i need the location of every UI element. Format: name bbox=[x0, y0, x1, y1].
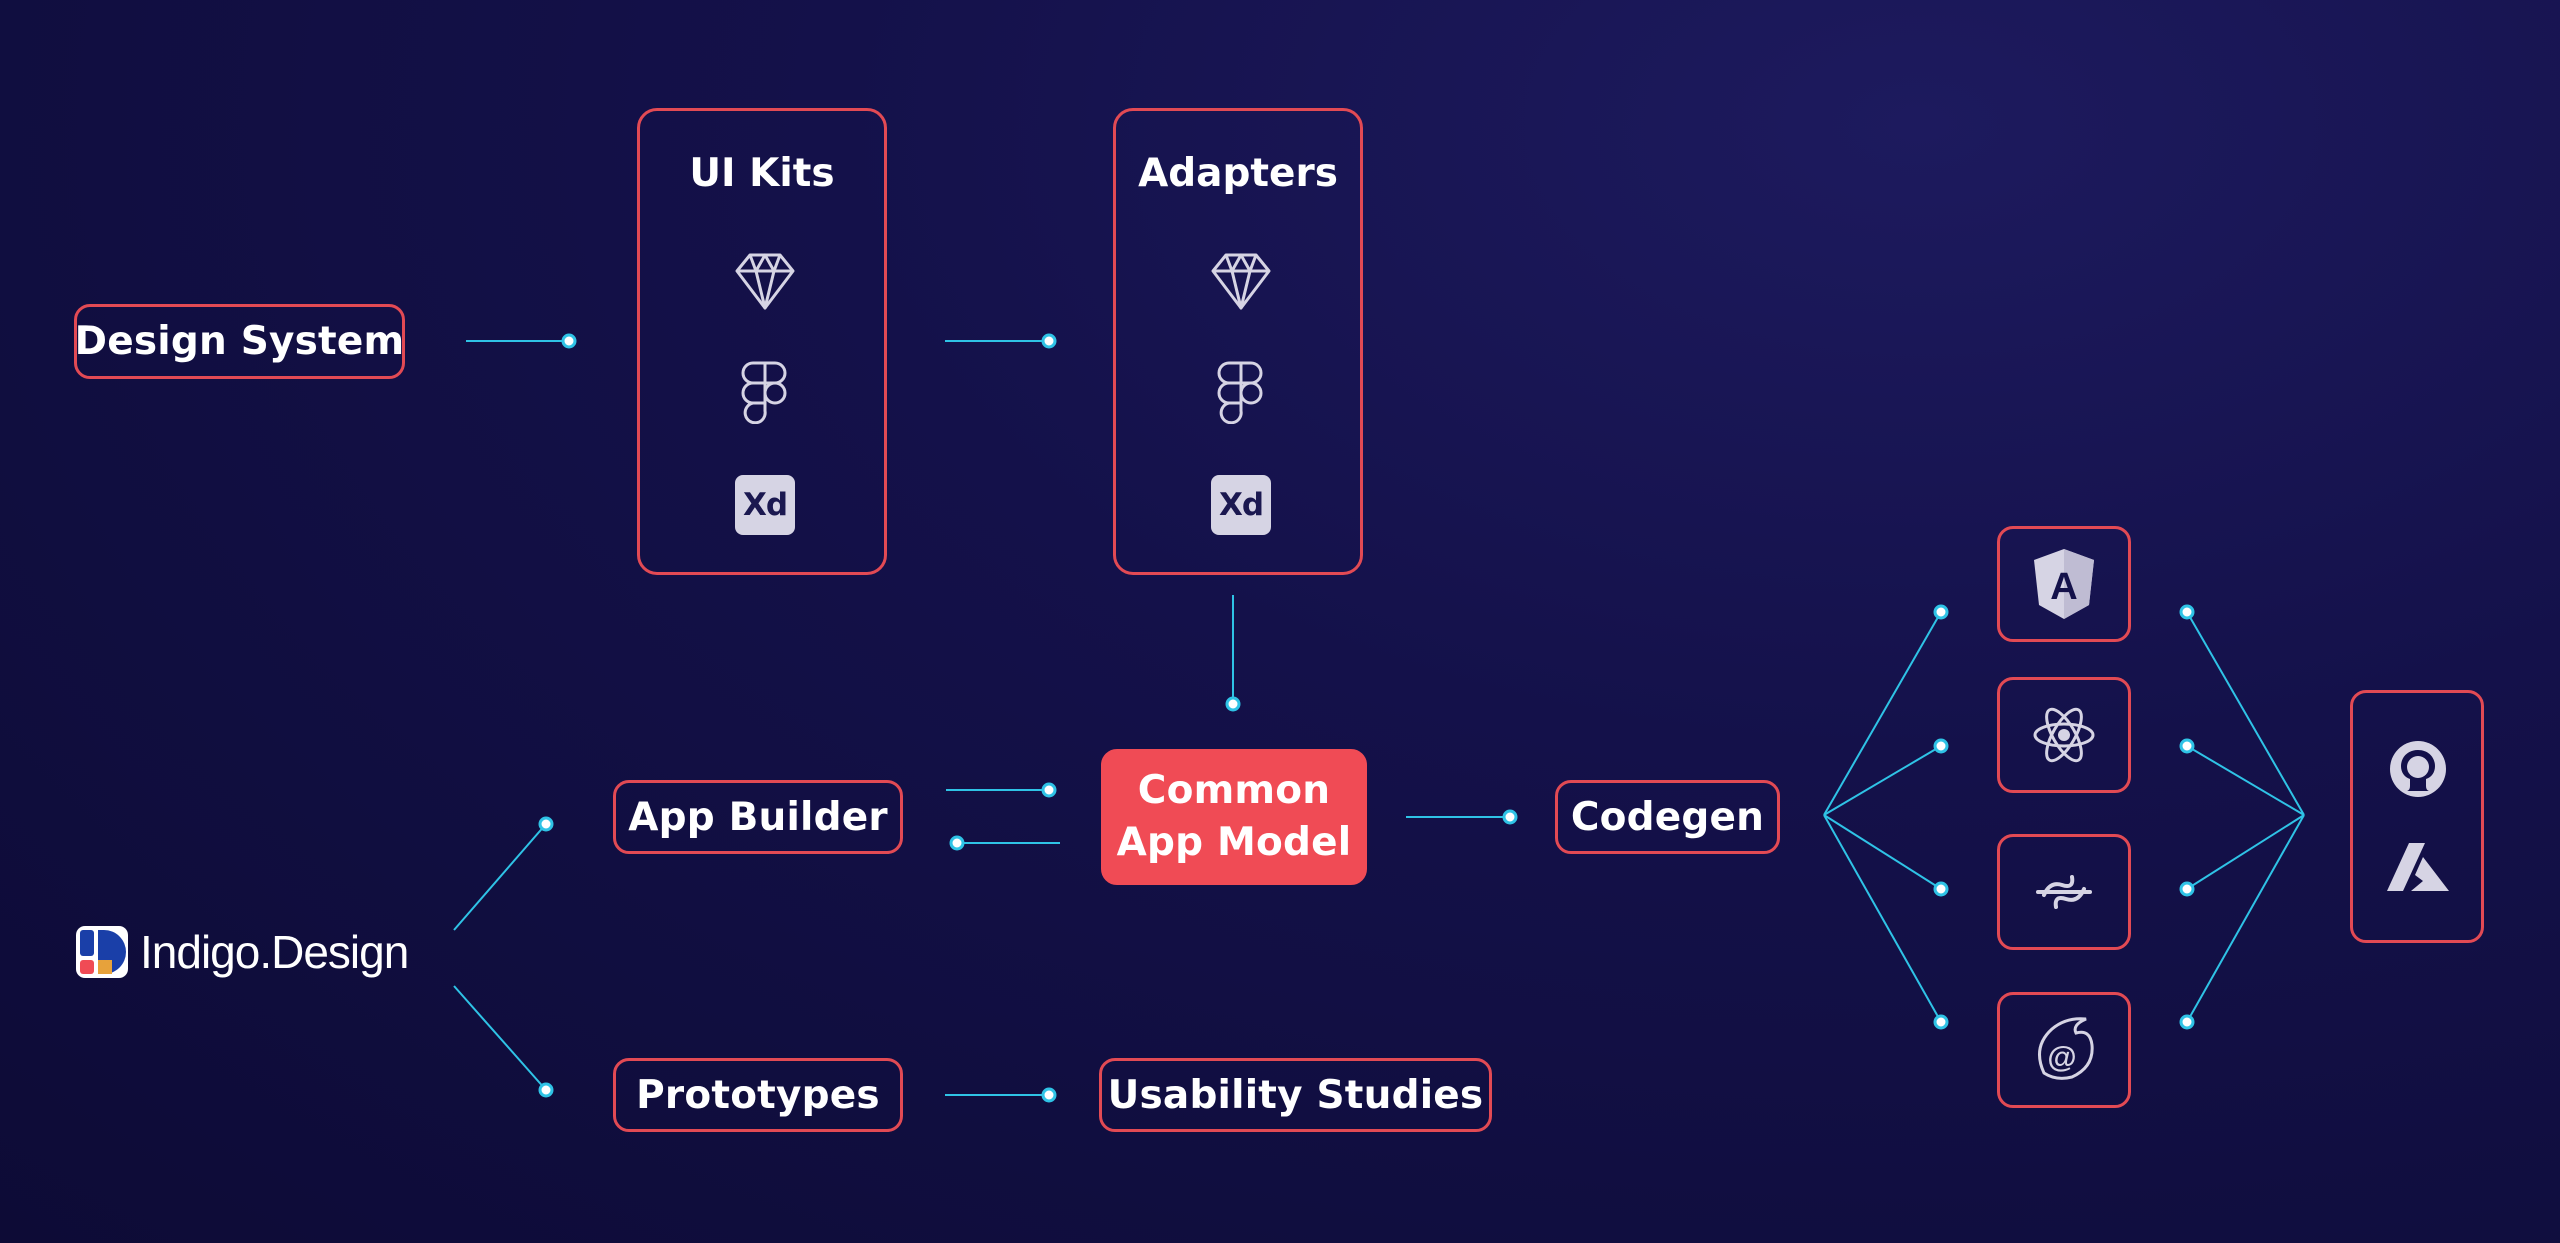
usability-studies-node: Usability Studies bbox=[1099, 1058, 1492, 1132]
app-builder-node: App Builder bbox=[613, 780, 903, 854]
usability-studies-label: Usability Studies bbox=[1107, 1072, 1484, 1118]
blazor-icon-symbol: @ bbox=[2047, 1041, 2076, 1074]
sketch-icon bbox=[735, 253, 795, 310]
react-tile bbox=[1997, 677, 2131, 793]
common-app-model-line1: Common bbox=[1137, 768, 1331, 813]
web-components-icon bbox=[2036, 875, 2092, 909]
ui-kits-title: UI Kits bbox=[689, 151, 835, 196]
prototypes-label: Prototypes bbox=[636, 1072, 880, 1118]
common-app-model-line2: App Model bbox=[1116, 820, 1352, 865]
react-icon bbox=[2033, 707, 2095, 763]
app-builder-label: App Builder bbox=[628, 794, 888, 840]
web-components-tile bbox=[1997, 834, 2131, 950]
figma-icon bbox=[741, 361, 787, 424]
design-system-node: Design System bbox=[74, 304, 405, 379]
sketch-icon bbox=[1211, 253, 1271, 310]
indigo-design-logo: Indigo.Design bbox=[74, 924, 409, 980]
adapters-box: Adapters Xd bbox=[1113, 108, 1363, 575]
blazor-tile: @ bbox=[1997, 992, 2131, 1108]
adapters-title: Adapters bbox=[1138, 151, 1338, 196]
ui-kits-box: UI Kits Xd bbox=[637, 108, 887, 575]
brand-name: Indigo.Design bbox=[140, 926, 409, 978]
angular-tile: A bbox=[1997, 526, 2131, 642]
azure-icon bbox=[2387, 843, 2449, 891]
codegen-node: Codegen bbox=[1555, 780, 1780, 854]
indigo-design-logo-mark bbox=[76, 926, 128, 978]
adobe-xd-icon: Xd bbox=[735, 475, 795, 535]
figma-icon bbox=[1217, 361, 1263, 424]
angular-icon-letter: A bbox=[2050, 566, 2077, 608]
prototypes-node: Prototypes bbox=[613, 1058, 903, 1132]
codegen-label: Codegen bbox=[1570, 794, 1765, 840]
blazor-icon: @ bbox=[2038, 1017, 2094, 1080]
adobe-xd-icon: Xd bbox=[1211, 475, 1271, 535]
deploy-targets-box bbox=[2350, 690, 2484, 943]
github-icon bbox=[2390, 741, 2446, 797]
angular-icon: A bbox=[2034, 549, 2094, 619]
common-app-model-node: Common App Model bbox=[1101, 749, 1367, 885]
design-system-label: Design System bbox=[74, 319, 405, 364]
